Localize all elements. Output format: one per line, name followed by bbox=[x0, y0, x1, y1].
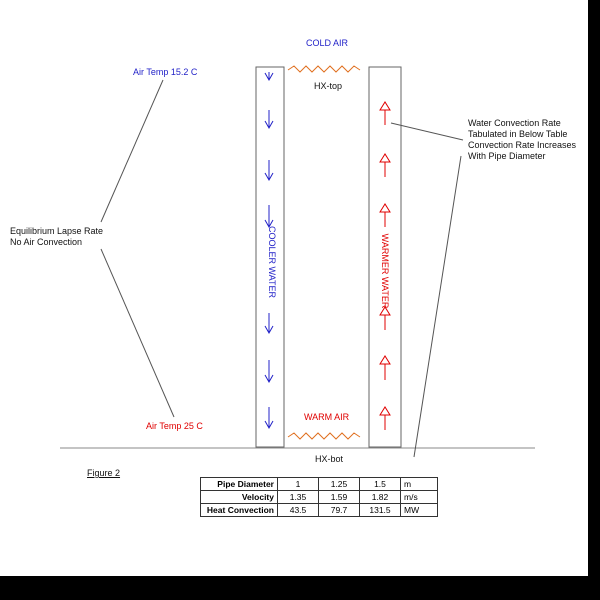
table-cell: 79.7 bbox=[318, 503, 360, 517]
down-arrow bbox=[264, 313, 274, 335]
up-arrow bbox=[379, 153, 391, 177]
pointer-line bbox=[100, 248, 175, 418]
up-arrow bbox=[379, 355, 391, 380]
cool-pipe bbox=[255, 66, 285, 448]
down-arrow bbox=[264, 110, 274, 130]
air-temp-top-label: Air Temp 15.2 C bbox=[133, 67, 198, 77]
lapse-rate-note: Equilibrium Lapse Rate No Air Convection bbox=[10, 226, 103, 248]
diagram-canvas: COLD AIR HX-top Air Temp 15.2 C Air Temp… bbox=[0, 0, 588, 576]
warmer-water-label: WARMER WATER bbox=[380, 233, 390, 309]
table-cell: 43.5 bbox=[277, 503, 319, 517]
hx-top-label: HX-top bbox=[314, 81, 343, 91]
unit-cell: MW bbox=[400, 503, 438, 517]
row-header: Pipe Diameter bbox=[200, 477, 278, 491]
hx-bot-label: HX-bot bbox=[315, 454, 344, 464]
pointer-line bbox=[100, 79, 164, 223]
unit-cell: m bbox=[400, 477, 438, 491]
convection-line-4: With Pipe Diameter bbox=[468, 151, 546, 161]
up-arrow bbox=[379, 101, 391, 125]
figure-caption: Figure 2 bbox=[87, 468, 121, 478]
up-arrow bbox=[379, 203, 391, 227]
down-arrow bbox=[264, 205, 274, 229]
cold-air-label: COLD AIR bbox=[306, 38, 349, 48]
down-arrow bbox=[264, 407, 274, 430]
table-cell: 1.59 bbox=[318, 490, 360, 504]
cooler-water-label: COOLER WATER bbox=[267, 225, 277, 299]
table-cell: 1.35 bbox=[277, 490, 319, 504]
down-arrow bbox=[264, 160, 274, 182]
up-arrow bbox=[379, 306, 391, 330]
lapse-rate-line-1: Equilibrium Lapse Rate bbox=[10, 226, 104, 236]
lapse-rate-line-2: No Air Convection bbox=[10, 237, 83, 247]
table-cell: 1 bbox=[277, 477, 319, 491]
hx-top-coil bbox=[287, 65, 361, 73]
warm-air-label: WARM AIR bbox=[304, 412, 350, 422]
row-header: Heat Convection bbox=[200, 503, 278, 517]
convection-line-1: Water Convection Rate bbox=[468, 118, 561, 128]
pointer-line bbox=[413, 155, 462, 458]
convection-note: Water Convection Rate Tabulated in Below… bbox=[468, 118, 576, 162]
air-temp-bottom-label: Air Temp 25 C bbox=[146, 421, 203, 431]
down-arrow bbox=[264, 72, 274, 82]
table-row: Pipe Diameter 1 1.25 1.5 m bbox=[200, 477, 438, 491]
table-row: Velocity 1.35 1.59 1.82 m/s bbox=[200, 490, 438, 504]
up-arrow bbox=[379, 406, 391, 430]
figure-label: Figure 2 bbox=[87, 468, 120, 479]
pointer-line bbox=[390, 122, 464, 141]
down-arrow bbox=[264, 360, 274, 384]
warm-pipe bbox=[368, 66, 402, 448]
table-cell: 1.82 bbox=[359, 490, 401, 504]
convection-line-3: Convection Rate Increases bbox=[468, 140, 577, 150]
table-row: Heat Convection 43.5 79.7 131.5 MW bbox=[200, 503, 438, 517]
table-cell: 1.25 bbox=[318, 477, 360, 491]
unit-cell: m/s bbox=[400, 490, 438, 504]
convection-table: Pipe Diameter 1 1.25 1.5 m Velocity 1.35… bbox=[200, 477, 438, 517]
table-cell: 131.5 bbox=[359, 503, 401, 517]
hx-bot-coil bbox=[287, 432, 361, 440]
table-cell: 1.5 bbox=[359, 477, 401, 491]
row-header: Velocity bbox=[200, 490, 278, 504]
diagram-graphics bbox=[60, 65, 535, 458]
convection-line-2: Tabulated in Below Table bbox=[468, 129, 568, 139]
